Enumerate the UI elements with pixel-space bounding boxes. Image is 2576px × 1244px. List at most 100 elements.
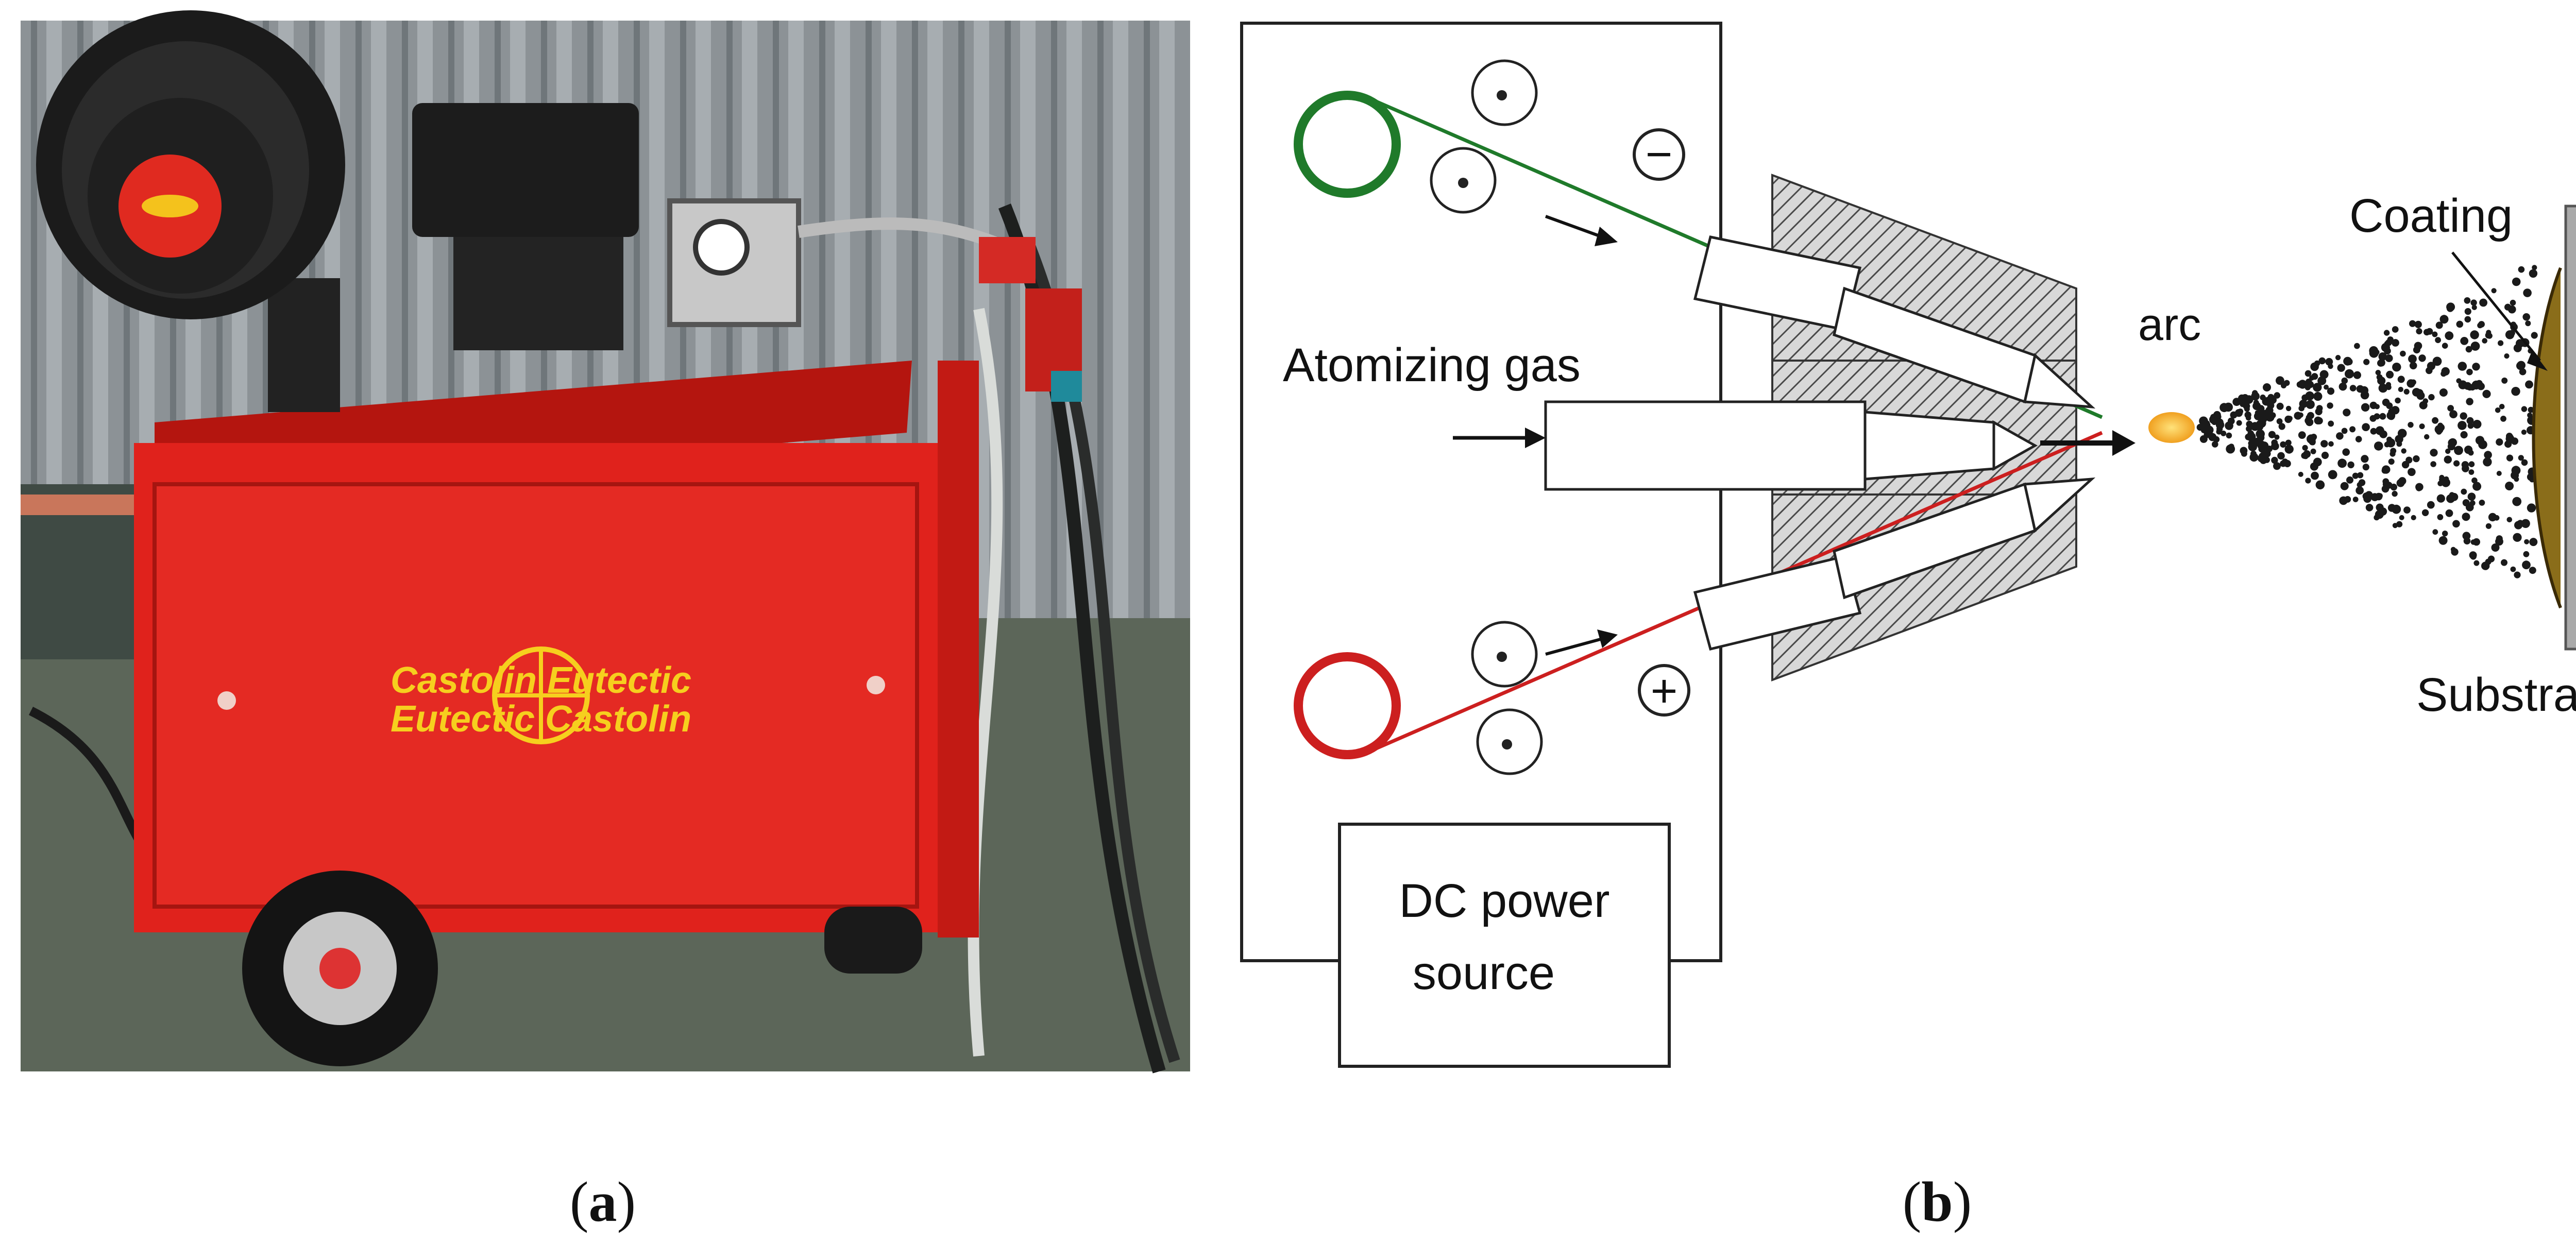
spray-particle xyxy=(2319,370,2329,379)
spray-particle xyxy=(2346,358,2353,365)
gas-inlet-arrowhead xyxy=(1525,428,1546,448)
spray-particle xyxy=(2199,422,2206,429)
spray-particle xyxy=(2241,450,2247,457)
spray-particle xyxy=(2516,362,2525,370)
spray-particle xyxy=(2274,434,2280,440)
spray-particle xyxy=(2349,385,2357,391)
arc-label: arc xyxy=(2138,299,2201,350)
feeder-motor xyxy=(412,103,639,237)
spray-particle xyxy=(2516,339,2524,348)
dc-power-label-line2: source xyxy=(1413,947,1555,999)
spray-particle xyxy=(2504,353,2510,359)
spray-particle xyxy=(2336,432,2344,440)
spray-particle xyxy=(2321,451,2329,459)
spray-particle xyxy=(2403,388,2410,395)
spray-particle xyxy=(2378,352,2387,361)
spray-particle xyxy=(2460,431,2468,439)
positive-tube-tip xyxy=(2023,477,2096,533)
spray-particle xyxy=(2428,394,2435,401)
spray-particle xyxy=(2509,330,2515,336)
spray-particle xyxy=(2403,506,2411,514)
spray-particle xyxy=(2529,567,2536,574)
spray-particle xyxy=(2458,362,2467,371)
spray-particle xyxy=(2505,482,2514,490)
spray-particle xyxy=(2260,456,2267,464)
spray-particle xyxy=(2470,330,2479,339)
spray-particle xyxy=(2397,376,2405,383)
spray-particle xyxy=(2356,385,2364,393)
spray-particle xyxy=(2253,412,2262,420)
spray-particle xyxy=(2512,277,2521,286)
spray-particle xyxy=(2266,446,2273,452)
roller-axle xyxy=(1502,739,1512,749)
spray-particle xyxy=(2377,493,2383,499)
spray-particle xyxy=(2442,343,2448,349)
spray-particle xyxy=(2437,514,2444,520)
spray-particle xyxy=(2355,436,2362,442)
spray-particle xyxy=(2305,478,2311,484)
spray-particle xyxy=(2514,521,2523,530)
spray-particle xyxy=(2398,386,2403,393)
spray-particle xyxy=(2527,473,2535,481)
spray-particle xyxy=(2475,436,2485,445)
spray-particle xyxy=(2313,391,2323,401)
spray-particle xyxy=(2396,479,2405,487)
spray-particle xyxy=(2315,407,2323,416)
spray-particle xyxy=(2224,402,2233,412)
spray-particle xyxy=(2465,346,2472,353)
spray-particle xyxy=(2416,328,2422,335)
spray-particle xyxy=(2462,532,2471,540)
spray-particle xyxy=(2385,354,2393,362)
spray-particle xyxy=(2456,320,2464,328)
spray-particle xyxy=(2435,321,2443,329)
spray-particle xyxy=(2391,406,2400,415)
caption-b: (b) xyxy=(1903,1170,1972,1233)
spray-particle xyxy=(2268,431,2276,438)
atomizing-gas-tip xyxy=(1992,420,2038,471)
roller-axle xyxy=(1497,90,1507,100)
spray-particle xyxy=(2249,453,2259,462)
spray-particle xyxy=(2451,548,2459,556)
spray-particle xyxy=(2212,441,2218,448)
spray-particle xyxy=(2408,468,2416,476)
spray-particle xyxy=(2370,428,2377,435)
spray-particle xyxy=(2228,444,2234,450)
spray-particle xyxy=(2521,429,2527,435)
spray-particle xyxy=(2499,404,2505,410)
spray-particle xyxy=(2314,416,2322,424)
spray-particle xyxy=(2284,445,2294,454)
spray-particle xyxy=(2523,551,2530,557)
spray-particle xyxy=(2355,486,2364,495)
motor-housing xyxy=(453,237,623,350)
spray-particle xyxy=(2464,316,2471,323)
spray-particle xyxy=(2276,418,2283,424)
spray-particle xyxy=(2386,402,2393,410)
spray-particle xyxy=(2328,363,2333,369)
spray-particle xyxy=(2244,395,2253,404)
spray-particle xyxy=(2341,377,2348,384)
spray-particle xyxy=(2468,469,2475,475)
spray-particle xyxy=(2430,449,2438,457)
spray-particle xyxy=(2482,389,2491,398)
spray-particle xyxy=(2510,299,2516,306)
spray-particle xyxy=(2523,288,2532,297)
spray-particle xyxy=(2418,354,2426,362)
spray-particle xyxy=(2521,519,2530,528)
positive-wire-spool xyxy=(1294,652,1401,759)
spray-particle xyxy=(2458,421,2467,430)
spray-particle xyxy=(2501,377,2508,384)
spray-particle xyxy=(2522,313,2531,321)
spray-particle xyxy=(2413,346,2420,354)
spray-particle xyxy=(2456,378,2462,384)
logo-text-line1: Castolin Eutectic xyxy=(391,660,691,701)
spray-particle xyxy=(2483,457,2492,467)
spray-particle xyxy=(2313,383,2322,392)
positive-polarity-icon xyxy=(1638,664,1690,717)
spray-particle xyxy=(2469,500,2476,506)
spray-particle xyxy=(2381,343,2390,352)
spray-particle xyxy=(2328,420,2334,427)
spray-particle xyxy=(2273,462,2281,470)
spray-particle xyxy=(2473,560,2480,566)
spray-particle xyxy=(2432,356,2442,366)
